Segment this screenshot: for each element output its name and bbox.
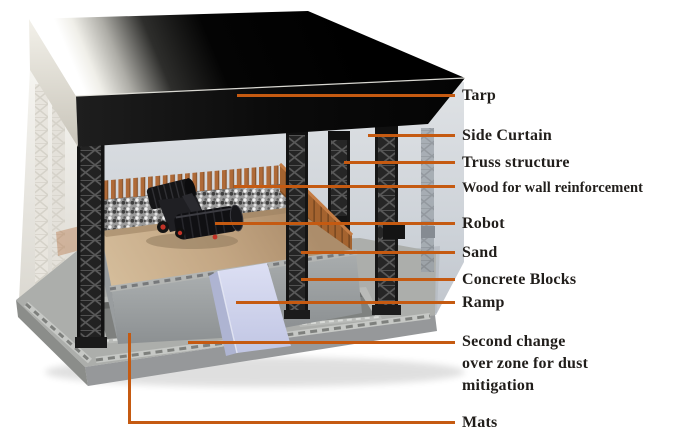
label-tarp: Tarp [462,87,497,104]
truss-tower-icon [75,145,107,348]
truss-tower-icon [372,125,405,315]
truss-tower-icon [284,127,310,319]
ramp-3d [209,263,291,356]
leader-line-side-curtain [368,134,455,137]
leader-line-wood [234,185,455,188]
leader-line-robot [215,222,455,225]
leader-line-truss-structure [344,161,455,164]
leader-line-ramp [236,301,455,304]
leader-line-concrete [301,278,455,281]
truss-towers-front-3d [75,127,310,348]
leader-line-sand [301,251,455,254]
label-truss-structure: Truss structure [462,154,570,171]
label-side-curtain: Side Curtain [462,127,552,144]
robot-3d [146,178,244,249]
label-mats: Mats [462,414,498,431]
label-changeover-zone: Second change over zone for dust mitigat… [462,333,589,394]
label-robot: Robot [462,215,505,232]
label-concrete-blocks: Concrete Blocks [462,271,577,288]
leader-line-tarp [237,94,455,97]
label-sand: Sand [462,244,498,261]
leader-line-mats-vertical [128,333,131,424]
leader-line-mats [128,421,455,424]
robot-front-barrel [174,204,244,240]
label-ramp: Ramp [462,294,505,311]
leader-line-changeover [188,341,455,344]
truss-tower-icon [421,128,435,272]
label-wood-reinforcement: Wood for wall reinforcement [462,180,644,196]
